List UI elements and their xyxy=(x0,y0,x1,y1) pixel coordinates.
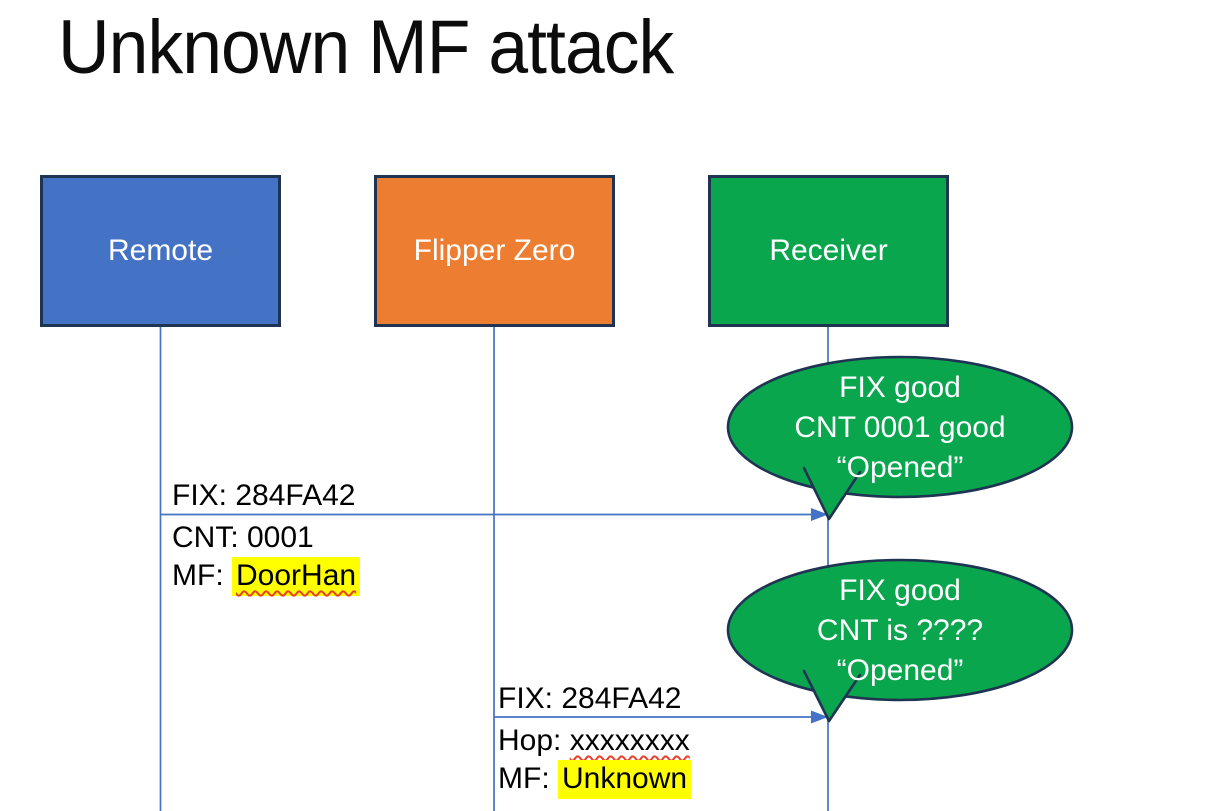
callout-1-line-2: CNT 0001 good xyxy=(794,411,1006,444)
callout-2-text: FIX good CNT is ???? “Opened” xyxy=(728,571,1072,691)
callout-bubble-1-tail-outline xyxy=(802,466,862,521)
message-2-below-labels: Hop: xxxxxxxx MF: Unknown xyxy=(498,722,692,799)
callout-bubble-2-tail xyxy=(802,669,862,721)
message-1-line3-value-highlighted: DoorHan xyxy=(232,557,361,596)
message-2-line2-prefix: Hop: xyxy=(498,724,570,757)
actor-box-remote: Remote xyxy=(40,175,281,327)
message-1-line3: MF: DoorHan xyxy=(172,557,361,596)
message-1-line2: CNT: 0001 xyxy=(172,521,314,554)
message-2-line3-value-highlighted: Unknown xyxy=(558,760,692,799)
callout-1-line-3: “Opened” xyxy=(836,451,964,484)
actor-box-receiver: Receiver xyxy=(708,175,949,327)
callout-bubble-2-ellipse xyxy=(726,558,1074,702)
callout-2-line-2: CNT is ???? xyxy=(816,614,984,647)
callout-2-line-1: FIX good xyxy=(839,574,961,607)
actor-label-remote: Remote xyxy=(107,234,214,267)
message-2-line3-prefix: MF: xyxy=(498,762,558,795)
message-1-below-labels: CNT: 0001 MF: DoorHan xyxy=(172,519,361,596)
actor-box-flipper-zero: Flipper Zero xyxy=(374,175,615,327)
actor-label-receiver: Receiver xyxy=(769,234,888,267)
arrowhead-message-2-icon xyxy=(811,710,828,724)
message-2-line2-value: xxxxxxxx xyxy=(569,724,690,757)
slide-title: Unknown MF attack xyxy=(58,5,674,90)
callout-bubble-1-tail xyxy=(802,466,862,519)
message-2-line2: Hop: xxxxxxxx xyxy=(498,722,691,760)
callout-bubble-2 xyxy=(726,558,1074,723)
callout-1-line-1: FIX good xyxy=(839,371,961,404)
callout-bubble-2-tail-outline xyxy=(802,669,862,723)
message-1-line3-prefix: MF: xyxy=(172,559,232,592)
message-1-above-label: FIX: 284FA42 xyxy=(172,479,356,512)
actor-label-flipper-zero: Flipper Zero xyxy=(413,234,576,267)
arrowhead-message-1-icon xyxy=(811,508,828,521)
callout-1-text: FIX good CNT 0001 good “Opened” xyxy=(728,368,1072,488)
message-2-above-label: FIX: 284FA42 xyxy=(498,682,682,715)
callout-2-line-3: “Opened” xyxy=(836,654,964,687)
callout-bubble-1-ellipse xyxy=(726,355,1074,499)
callout-bubble-1 xyxy=(726,355,1074,521)
message-2-line3: MF: Unknown xyxy=(498,760,692,799)
